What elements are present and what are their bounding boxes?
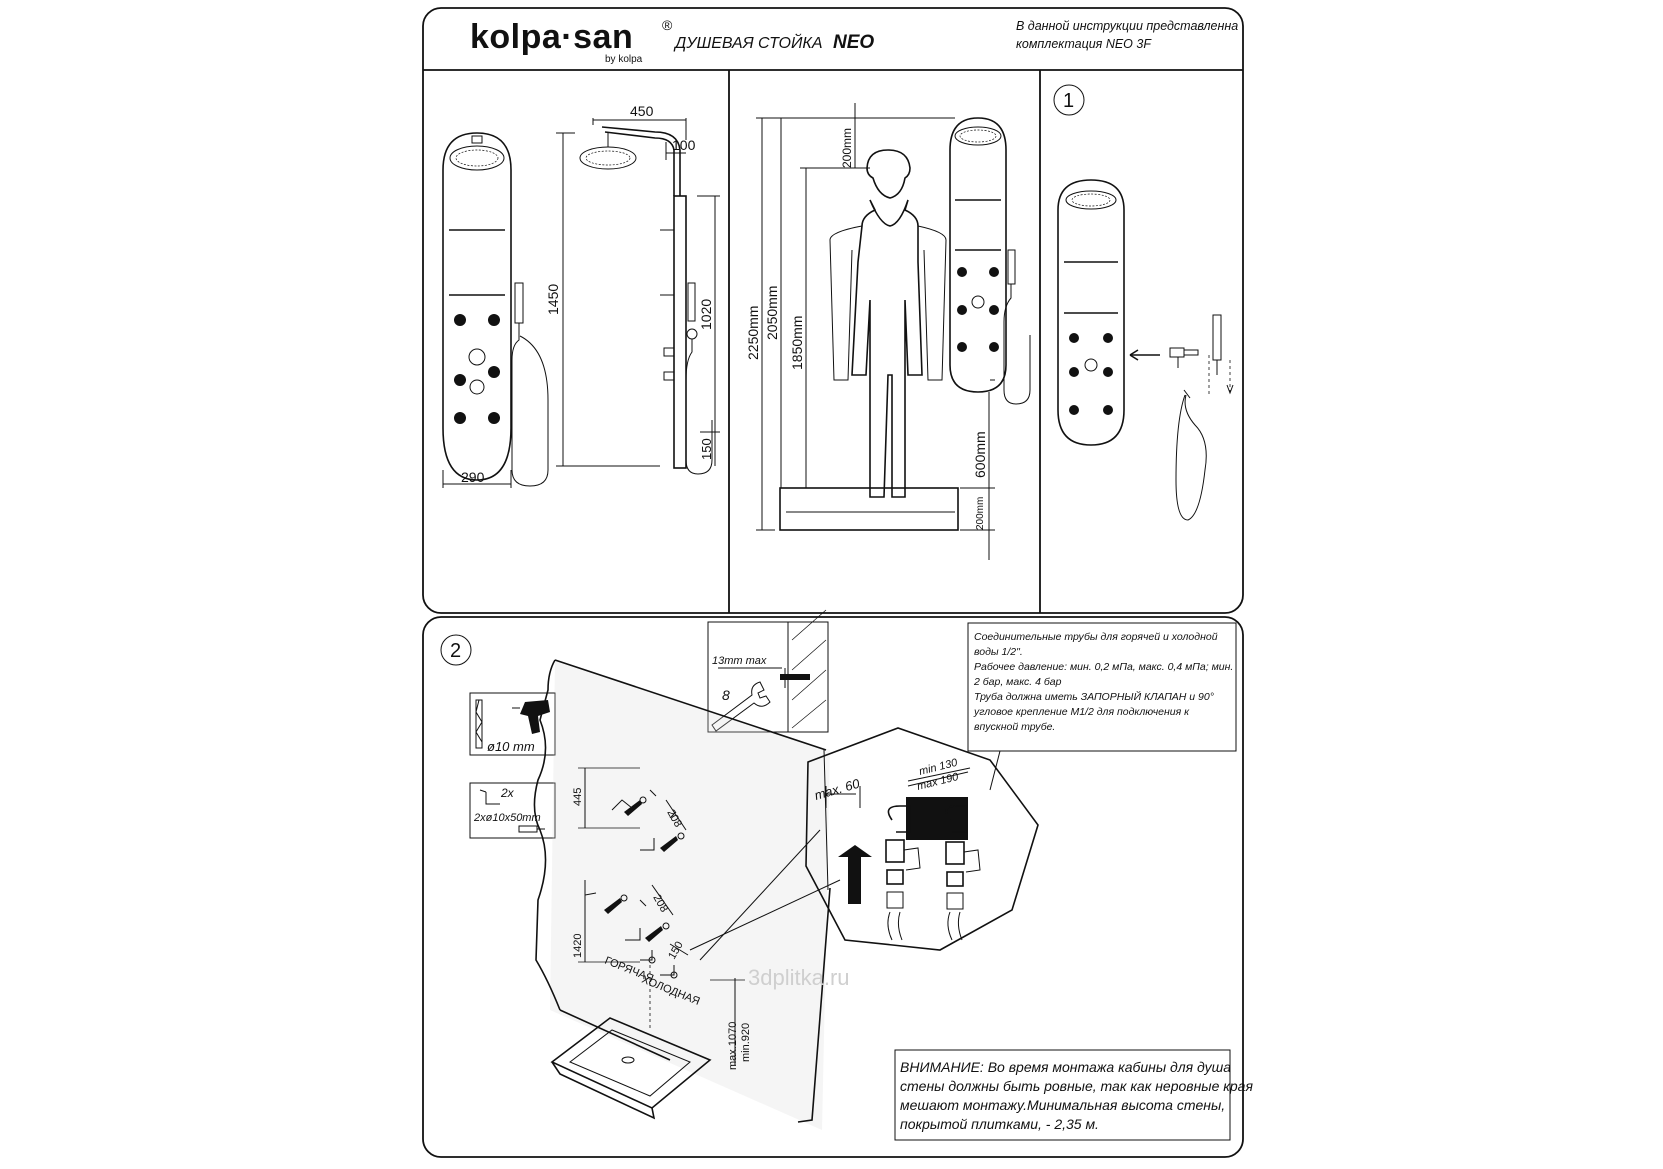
dim-100: 100	[672, 137, 696, 153]
header: kolpa·san ® by kolpa ДУШЕВАЯ СТОЙКА NEO …	[470, 17, 1238, 65]
spec-line-7: впускной трубе.	[974, 721, 1055, 733]
screws-count: 2x	[500, 786, 515, 800]
column-side-view	[579, 126, 713, 475]
warning-line-1: ВНИМАНИЕ: Во время монтажа кабины для ду…	[900, 1059, 1231, 1075]
drill-icon	[520, 700, 550, 734]
wrench-instruction: 13mm max 8	[707, 609, 829, 733]
screw-hook-icon	[485, 792, 500, 805]
valve-assembly	[885, 805, 981, 941]
top-sheet	[422, 7, 1244, 614]
step-1-badge	[1053, 84, 1085, 116]
dim-200mm-tray: 200mm	[975, 497, 986, 530]
panel-step-1: 1	[1053, 84, 1234, 521]
product-type: ДУШЕВАЯ СТОЙКА	[673, 33, 823, 52]
person-silhouette	[829, 149, 947, 498]
warning-line-3: мешают монтажу.Минимальная высота стены,	[900, 1097, 1225, 1113]
pipe-spec-note: Соединительные трубы для горячей и холод…	[967, 622, 1237, 791]
dim-150: 150	[699, 438, 714, 460]
dim-2050mm: 2050mm	[764, 286, 780, 340]
step-2-badge	[440, 634, 472, 666]
dim-1420: 1420	[572, 934, 584, 958]
column-front-view	[442, 132, 549, 487]
brand-registered-mark: ®	[662, 17, 673, 33]
brand-subtitle: by kolpa	[605, 54, 643, 65]
dim-1450: 1450	[545, 284, 561, 315]
dim-600mm: 600mm	[972, 431, 988, 478]
drill-size: ø10 mm	[487, 739, 535, 754]
water-outlets	[640, 950, 678, 979]
warning-note: ВНИМАНИЕ: Во время монтажа кабины для ду…	[894, 1049, 1253, 1141]
column-exploded	[1057, 179, 1125, 446]
dim-1020: 1020	[698, 299, 714, 330]
warning-line-2: стены должны быть ровные, так как неровн…	[900, 1078, 1253, 1094]
body-jets	[454, 314, 500, 424]
spec-line-1: Соединительные трубы для горячей и холод…	[974, 631, 1218, 643]
wrench-size: 8	[722, 687, 730, 703]
valve-detail-bubble: max. 60 min 130 max 190	[805, 727, 1039, 951]
dim-max-1070: max.1070	[727, 1022, 739, 1070]
spec-line-4: 2 бар, макс. 4 бар	[973, 676, 1062, 688]
screws-instruction: 2x 2xø10x50mm	[469, 782, 556, 839]
dim-2250mm: 2250mm	[745, 306, 761, 360]
header-note-line-2: комплектация NEO 3F	[1016, 37, 1152, 51]
step-1-number: 1	[1063, 90, 1074, 112]
column-in-situ	[949, 117, 1031, 405]
anchor-row-2	[584, 892, 670, 942]
dim-1850mm: 1850mm	[789, 316, 805, 370]
hand-shower-parts	[1129, 314, 1234, 521]
spec-line-5: Труба должна иметь ЗАПОРНЫЙ КЛАПАН и 90°	[974, 690, 1214, 703]
shower-tray-floor: max.1070 min.920	[550, 965, 752, 1120]
wrench-max-depth: 13mm max	[712, 655, 767, 667]
up-arrow-icon	[838, 845, 872, 904]
dim-width-290: 290	[461, 469, 485, 485]
screws-spec: 2xø10x50mm	[473, 812, 541, 824]
watermark: 3dplitka.ru	[748, 965, 850, 990]
spec-line-3: Рабочее давление: мин. 0,2 мПа, макс. 0,…	[974, 661, 1233, 673]
shower-tray	[779, 487, 959, 531]
wrench-icon	[711, 681, 771, 732]
top-frame	[422, 7, 1244, 614]
product-name: NEO	[833, 32, 874, 53]
panel-heights: 2250mm 2050mm 1850mm 200mm 600mm 200mm	[745, 103, 1031, 560]
anchor-icon	[518, 825, 538, 833]
spec-line-2: воды 1/2".	[974, 646, 1023, 658]
dim-200mm-head: 200mm	[840, 128, 854, 168]
dim-min-920: min.920	[740, 1023, 752, 1062]
wall	[533, 659, 831, 1130]
warning-line-4: покрытой плитками, - 2,35 м.	[900, 1116, 1099, 1132]
panel-dimensions: 290 450 100 1450	[442, 103, 720, 488]
step-2-number: 2	[450, 640, 461, 662]
panel-step-2: 2 ø10 mm 2x 2xø10x50mm	[440, 609, 1253, 1141]
dim-450: 450	[630, 103, 654, 119]
bottom-frame	[422, 616, 1244, 1158]
header-note-line-1: В данной инструкции представленна	[1016, 19, 1238, 33]
spec-line-6: угловое крепление М1/2 для подключения к	[973, 706, 1190, 718]
dim-445: 445	[572, 788, 584, 806]
brand-logo: kolpa·san	[470, 18, 633, 56]
